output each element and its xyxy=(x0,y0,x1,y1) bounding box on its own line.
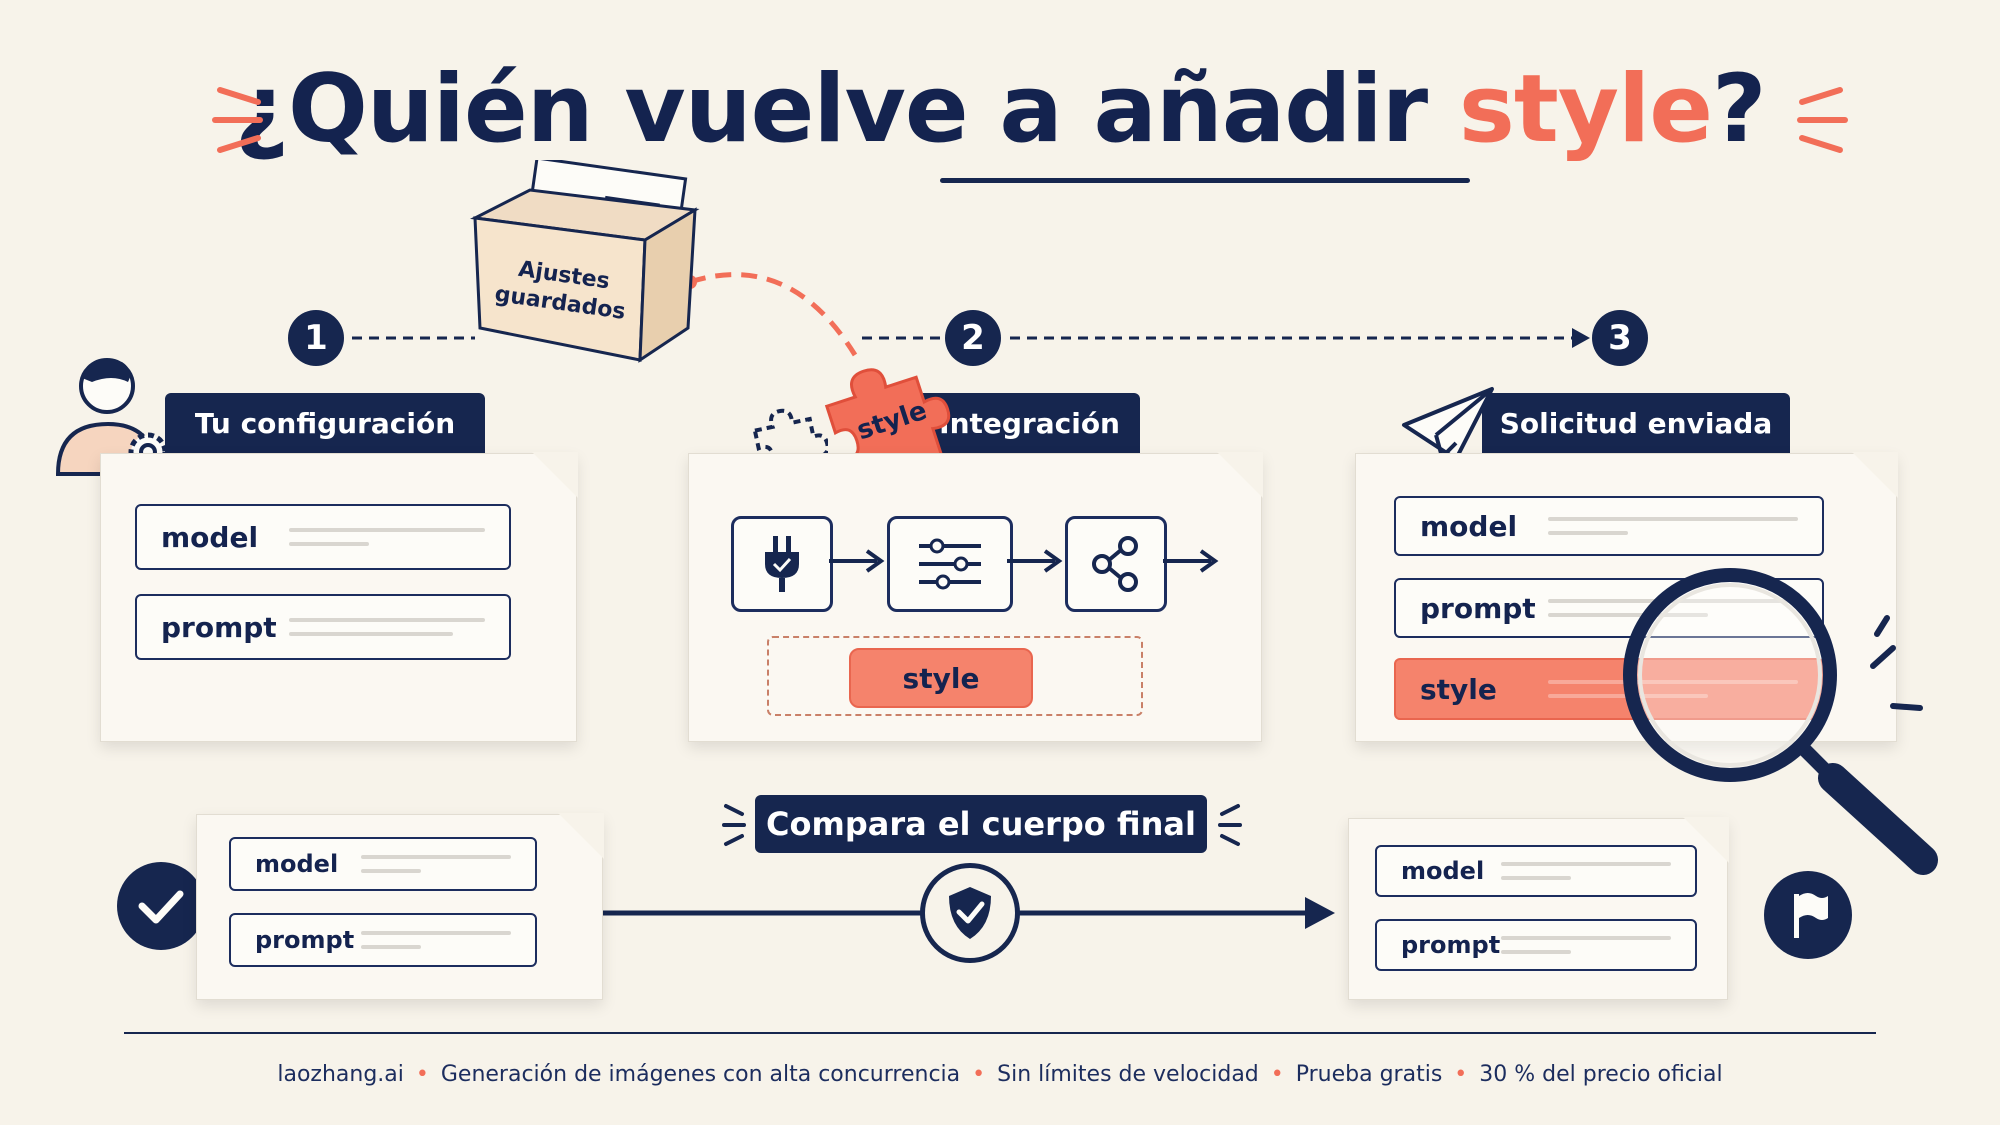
field-label: prompt xyxy=(1401,931,1501,959)
field-lines xyxy=(1501,921,1671,969)
bottom-right-field-model: model xyxy=(1375,845,1697,897)
card-corner xyxy=(1852,452,1898,498)
config-card: model prompt xyxy=(100,452,578,742)
footer-brand[interactable]: laozhang.ai xyxy=(277,1062,404,1087)
field-lines xyxy=(289,596,485,658)
bottom-left-card: model prompt xyxy=(196,813,604,1000)
field-lines xyxy=(1501,847,1671,895)
compare-spark-left-icon xyxy=(722,804,746,846)
request-field-model: model xyxy=(1394,496,1824,556)
style-slot-piece: style xyxy=(849,648,1033,708)
title-spark-right-icon xyxy=(1797,87,1848,153)
shield-check-icon xyxy=(920,863,1020,963)
compare-spark-right-icon xyxy=(1218,804,1242,846)
title-main: ¿Quién vuelve a añadir xyxy=(234,55,1459,164)
style-slot xyxy=(767,636,1143,716)
footer-item: Prueba gratis xyxy=(1295,1062,1443,1087)
bottom-left-field-prompt: prompt xyxy=(229,913,537,967)
tab-tu-configuracion: Tu configuración xyxy=(165,393,485,453)
title-accent: style xyxy=(1458,55,1713,164)
sliders-icon xyxy=(919,538,981,590)
field-lines xyxy=(289,506,485,568)
field-label: prompt xyxy=(1420,591,1536,625)
card-corner xyxy=(1217,452,1263,498)
flag-icon xyxy=(1764,871,1852,959)
field-lines xyxy=(361,915,511,965)
field-label: prompt xyxy=(161,610,277,644)
page-title: ¿Quién vuelve a añadir style? xyxy=(0,40,2000,180)
footer-dot: • xyxy=(972,1062,986,1087)
step-1-number: 1 xyxy=(288,310,344,366)
field-lines xyxy=(361,839,511,889)
saved-settings-box xyxy=(470,160,700,363)
field-lines xyxy=(1548,498,1798,554)
plug-step xyxy=(731,516,833,612)
card-corner xyxy=(558,813,604,859)
integration-card: style xyxy=(688,452,1263,742)
field-label: style xyxy=(1420,672,1497,706)
arrow-icon xyxy=(1007,549,1063,573)
step-2-number: 2 xyxy=(945,310,1001,366)
field-label: model xyxy=(255,850,339,878)
config-field-prompt: prompt xyxy=(135,594,511,660)
title-end: ? xyxy=(1712,55,1767,164)
footer: laozhang.ai • Generación de imágenes con a… xyxy=(0,1062,2000,1087)
footer-item: Generación de imágenes con alta concurre… xyxy=(440,1062,961,1087)
arrow-icon xyxy=(1163,549,1219,573)
bottom-right-field-prompt: prompt xyxy=(1375,919,1697,971)
footer-item: 30 % del precio oficial xyxy=(1479,1062,1723,1087)
footer-dot: • xyxy=(415,1062,429,1087)
sliders-step xyxy=(887,516,1013,612)
share-step xyxy=(1065,516,1167,612)
footer-item: Sin límites de velocidad xyxy=(997,1062,1259,1087)
check-icon xyxy=(117,862,205,950)
bottom-right-card: model prompt xyxy=(1348,817,1729,1000)
arrow-icon xyxy=(829,549,885,573)
compare-label: Compara el cuerpo final xyxy=(755,795,1207,853)
bottom-left-field-model: model xyxy=(229,837,537,891)
config-field-model: model xyxy=(135,504,511,570)
field-label: model xyxy=(1401,857,1485,885)
title-underline xyxy=(940,178,1470,183)
footer-dot: • xyxy=(1270,1062,1284,1087)
share-icon xyxy=(1092,536,1138,592)
tab-solicitud-enviada: Solicitud enviada xyxy=(1482,393,1790,453)
field-label: model xyxy=(161,520,259,554)
title-spark-left-icon xyxy=(212,87,263,153)
paper-plane-icon xyxy=(1402,387,1494,461)
request-field-style: style xyxy=(1394,658,1824,720)
puzzle-outline-icon xyxy=(752,408,828,482)
field-label: model xyxy=(1420,509,1518,543)
magnifier-icon xyxy=(1623,568,1938,875)
card-corner xyxy=(532,452,578,498)
field-label: prompt xyxy=(255,926,355,954)
plug-icon xyxy=(765,536,799,592)
step-3-number: 3 xyxy=(1592,310,1648,366)
footer-dot: • xyxy=(1454,1062,1468,1087)
footer-divider xyxy=(124,1032,1876,1034)
